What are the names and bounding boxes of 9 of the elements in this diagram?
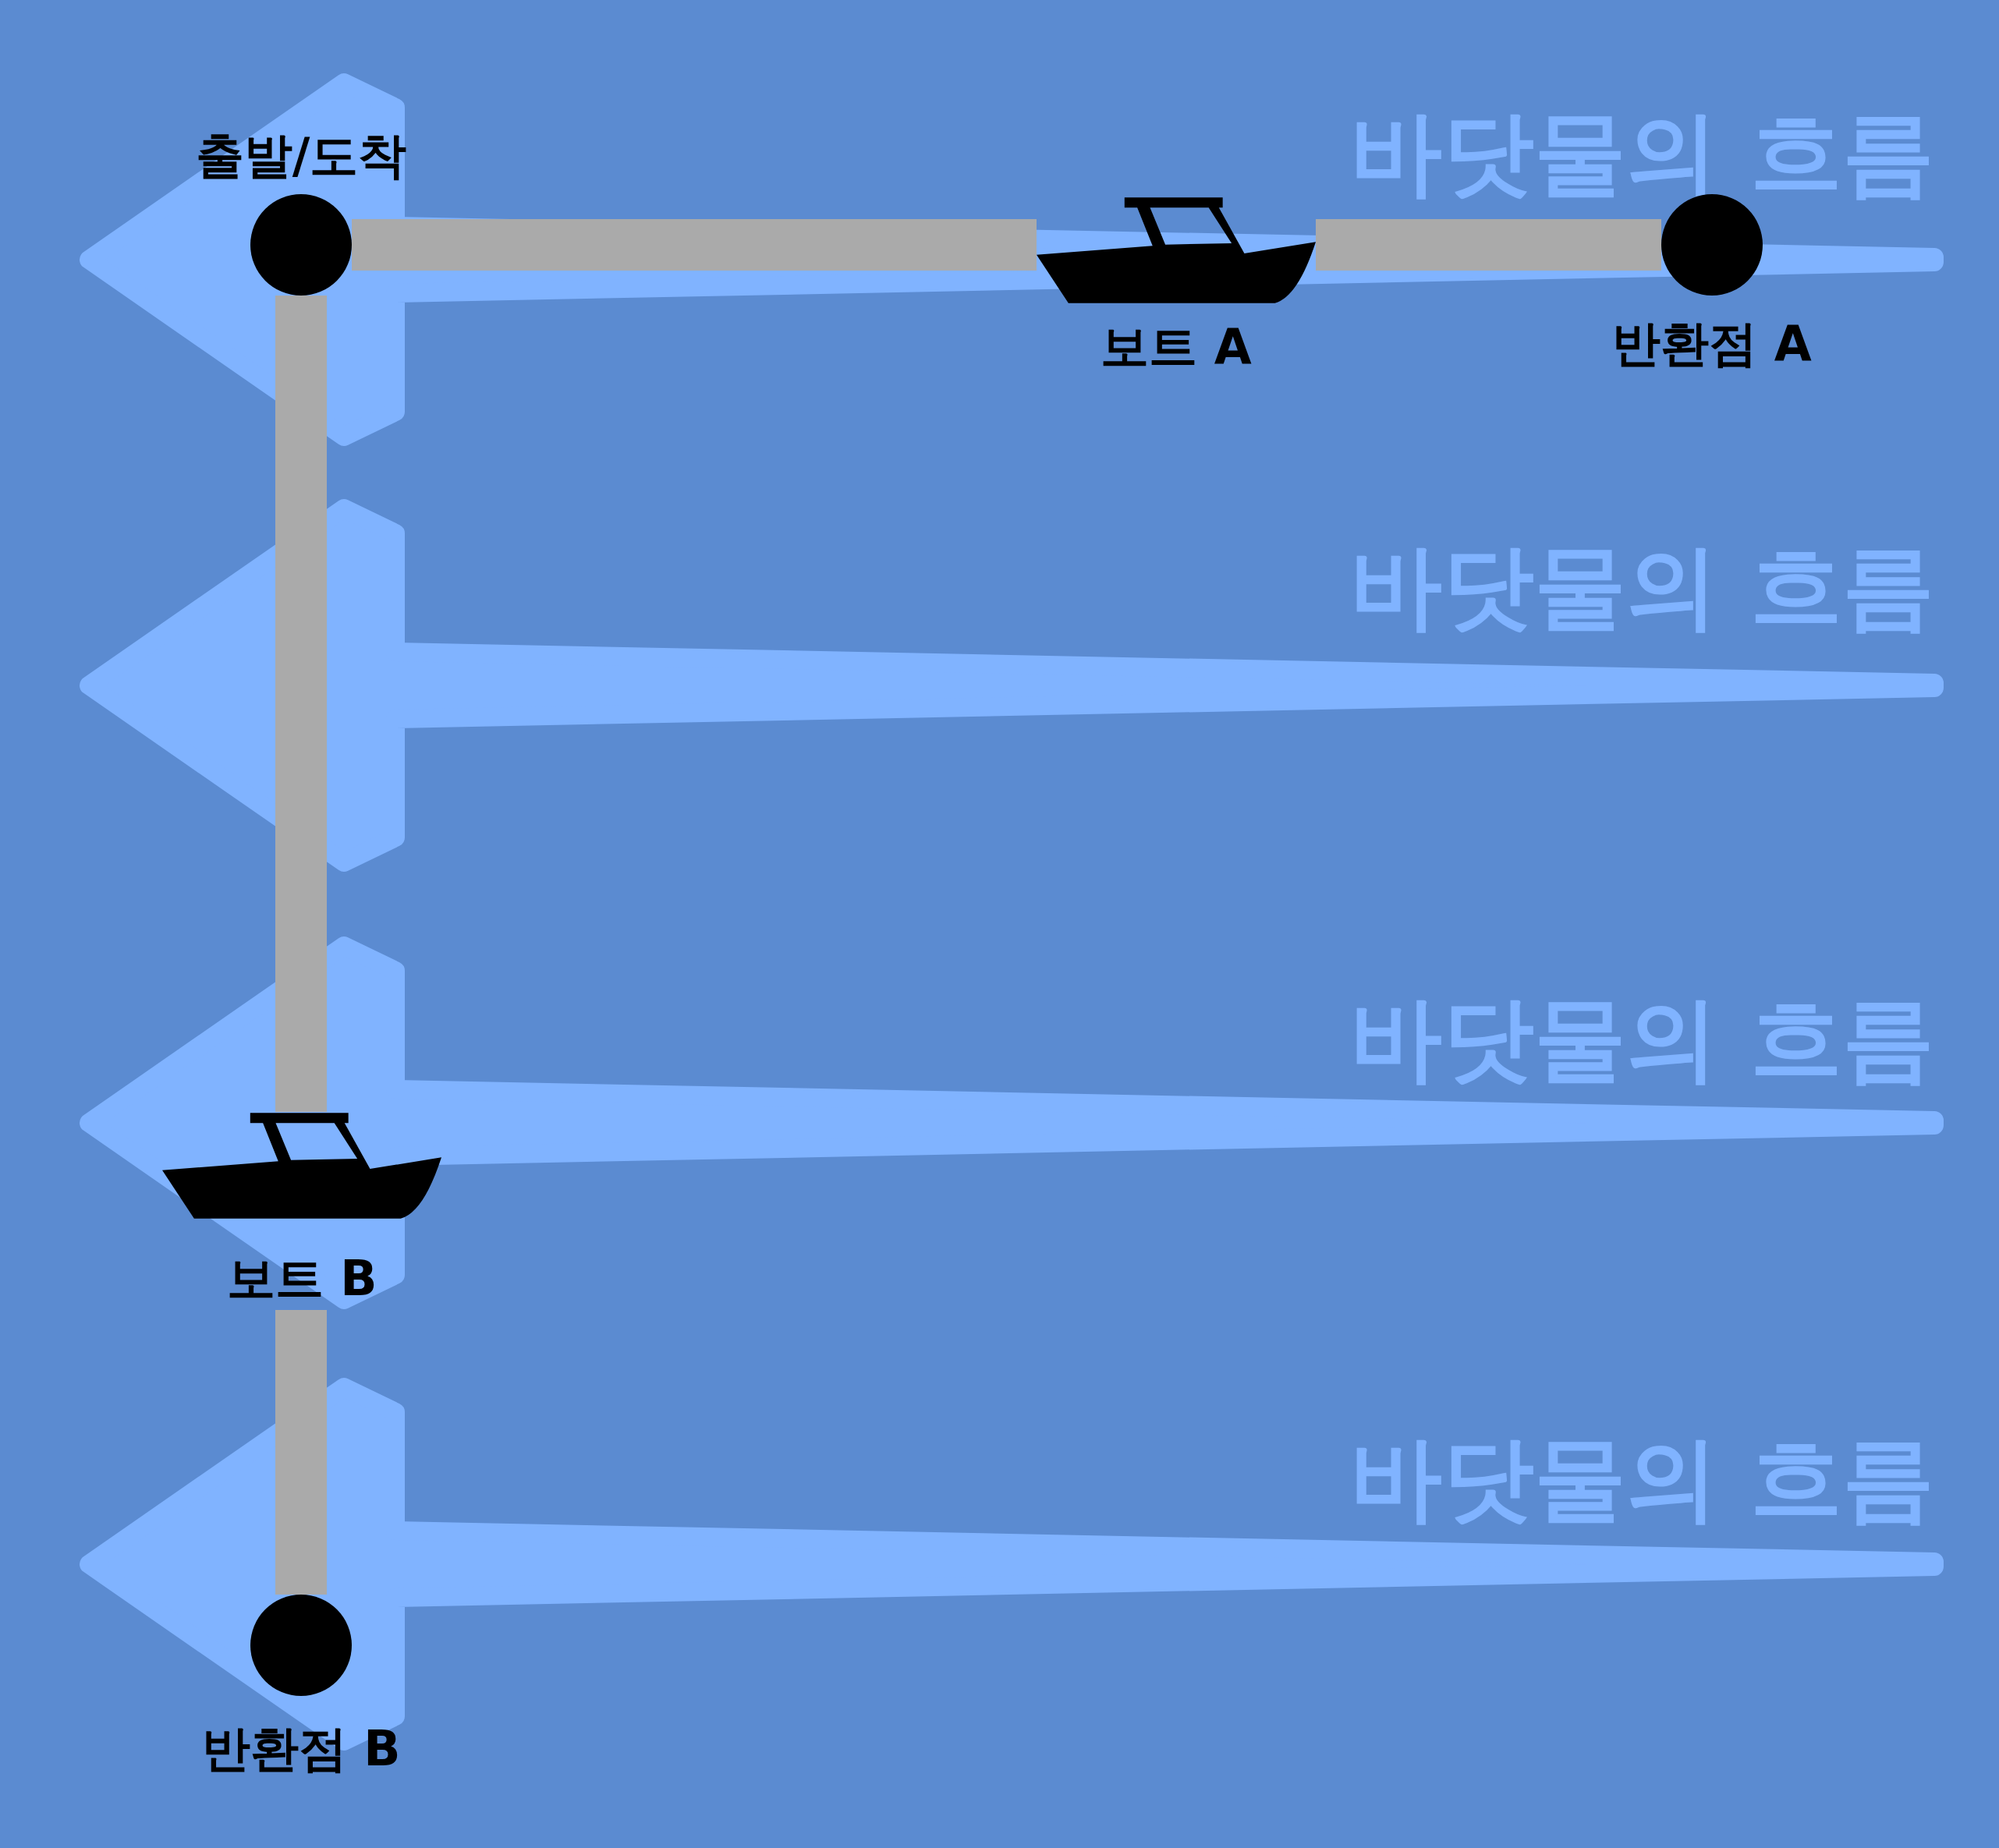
point-label: 반환점 B bbox=[201, 1719, 401, 1779]
course-line bbox=[275, 296, 327, 1112]
point-label: 출발/도착 bbox=[195, 126, 407, 186]
boat-label: 보트 B bbox=[226, 1249, 377, 1308]
boat-label: 보트 A bbox=[1101, 317, 1252, 377]
point-label: 반환점 A bbox=[1612, 314, 1812, 373]
course-line bbox=[352, 219, 1037, 271]
course-line bbox=[1316, 219, 1661, 271]
course-line bbox=[275, 1310, 327, 1595]
